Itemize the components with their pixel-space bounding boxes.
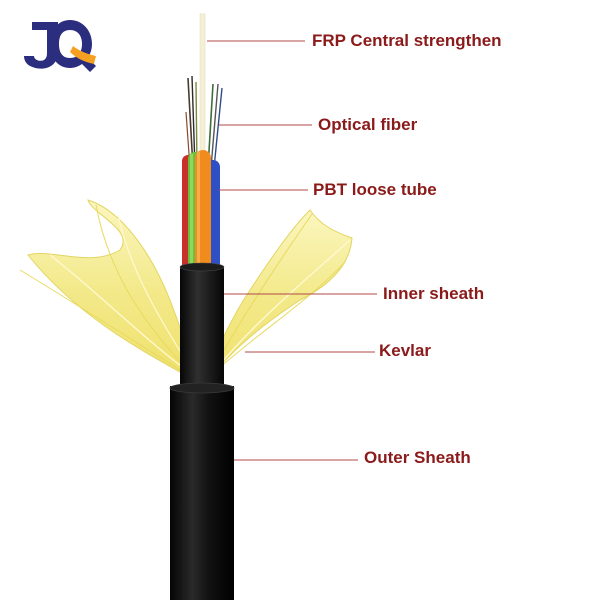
label-frp-central-strengthen: FRP Central strengthen (312, 31, 502, 51)
outer-sheath (170, 386, 234, 600)
label-kevlar: Kevlar (379, 341, 431, 361)
label-optical-fiber: Optical fiber (318, 115, 417, 135)
frp-central-member (200, 14, 205, 164)
label-outer-sheath: Outer Sheath (364, 448, 471, 468)
inner-sheath-end (180, 263, 224, 271)
pbt-loose-tubes (182, 150, 220, 270)
jq-logo (24, 20, 96, 72)
inner-sheath (180, 265, 224, 390)
kevlar-yarn-right (205, 210, 352, 384)
outer-sheath-end (170, 383, 234, 393)
label-inner-sheath: Inner sheath (383, 284, 484, 304)
kevlar-yarn-left (20, 200, 198, 382)
label-pbt-loose-tube: PBT loose tube (313, 180, 437, 200)
